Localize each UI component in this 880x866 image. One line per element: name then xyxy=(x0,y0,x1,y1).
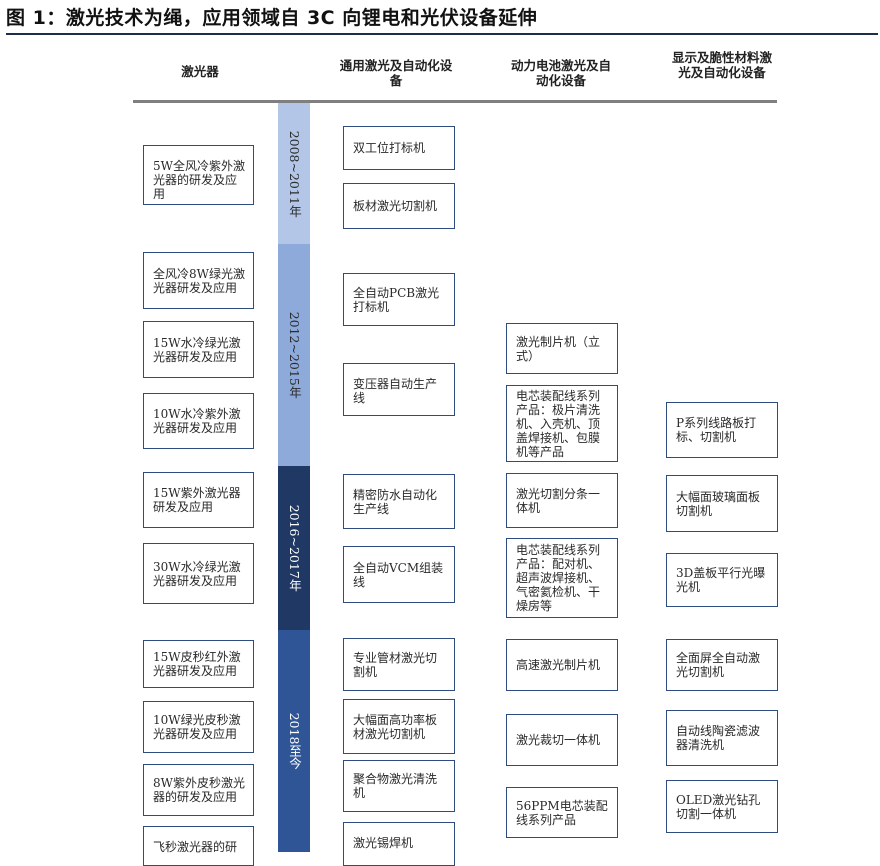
laser-box: 15W水冷绿光激光器研发及应用 xyxy=(143,321,254,378)
general-equipment-text: 精密防水自动化生产线 xyxy=(353,487,438,516)
laser-box-text: 30W水冷绿光激光器研发及应用 xyxy=(153,559,241,588)
era-band-2012-2015: 2012~2015年 xyxy=(278,244,310,466)
general-equipment-box: 激光锡焊机 xyxy=(343,822,455,866)
general-equipment-text: 聚合物激光清洗机 xyxy=(353,772,438,800)
general-equipment-text: 激光锡焊机 xyxy=(353,836,414,850)
general-equipment-box: 变压器自动生产线 xyxy=(343,363,455,416)
laser-box-text: 飞秒激光器的研 xyxy=(153,840,238,854)
column-header-battery-equipment: 动力电池激光及自动化设备 xyxy=(510,58,611,88)
display-equipment-text: 3D盖板平行光曝光机 xyxy=(676,566,766,594)
display-equipment-box: P系列线路板打标、切割机 xyxy=(666,402,778,458)
laser-box-text: 10W绿光皮秒激光器研发及应用 xyxy=(153,713,241,741)
battery-equipment-text: 56PPM电芯装配线系列产品 xyxy=(516,798,608,827)
general-equipment-text: 大幅面高功率板材激光切割机 xyxy=(353,712,438,741)
laser-box: 15W紫外激光器研发及应用 xyxy=(143,472,254,528)
display-equipment-box: 全面屏全自动激光切割机 xyxy=(666,639,778,691)
era-label: 2018至今 xyxy=(287,712,302,770)
column-header-display-equipment: 显示及脆性材料激光及自动化设备 xyxy=(671,50,772,80)
general-equipment-text: 专业管材激光切割机 xyxy=(353,650,438,679)
general-equipment-box: 大幅面高功率板材激光切割机 xyxy=(343,699,455,754)
laser-box-text: 15W水冷绿光激光器研发及应用 xyxy=(153,335,241,364)
laser-box-text: 8W紫外皮秒激光器的研发及应用 xyxy=(153,776,245,804)
display-equipment-text: 全面屏全自动激光切割机 xyxy=(676,651,761,679)
battery-equipment-text: 高速激光制片机 xyxy=(516,658,601,672)
display-equipment-text: P系列线路板打标、切割机 xyxy=(676,416,757,444)
general-equipment-box: 双工位打标机 xyxy=(343,126,455,170)
battery-equipment-box: 激光裁切一体机 xyxy=(506,714,618,766)
general-equipment-box: 全自动PCB激光打标机 xyxy=(343,273,455,326)
general-equipment-box: 专业管材激光切割机 xyxy=(343,638,455,691)
display-equipment-box: 自动线陶瓷滤波器清洗机 xyxy=(666,710,778,766)
display-equipment-text: 自动线陶瓷滤波器清洗机 xyxy=(676,724,761,752)
display-equipment-text: OLED激光钻孔切割一体机 xyxy=(676,792,761,821)
laser-box: 5W全风冷紫外激光器的研发及应用 xyxy=(143,145,254,205)
laser-box: 全风冷8W绿光激光器研发及应用 xyxy=(143,252,254,309)
battery-equipment-box: 56PPM电芯装配线系列产品 xyxy=(506,787,618,838)
general-equipment-text: 双工位打标机 xyxy=(353,141,426,155)
laser-box: 15W皮秒红外激光器研发及应用 xyxy=(143,640,254,688)
laser-box: 飞秒激光器的研 xyxy=(143,826,254,866)
figure-title: 图 1：激光技术为绳，应用领域自 3C 向锂电和光伏设备延伸 xyxy=(6,7,538,29)
laser-box: 30W水冷绿光激光器研发及应用 xyxy=(143,543,254,604)
general-equipment-box: 板材激光切割机 xyxy=(343,183,455,229)
laser-box-text: 全风冷8W绿光激光器研发及应用 xyxy=(153,266,245,295)
battery-equipment-text: 电芯装配线系列产品：配对机、超声波焊接机、气密氦检机、干燥房等 xyxy=(516,543,601,613)
general-equipment-box: 精密防水自动化生产线 xyxy=(343,474,455,529)
title-underline xyxy=(6,33,878,35)
battery-equipment-box: 激光制片机（立式） xyxy=(506,323,618,374)
column-header-general-equipment: 通用激光及自动化设备 xyxy=(339,58,453,88)
battery-equipment-box: 电芯装配线系列产品：配对机、超声波焊接机、气密氦检机、干燥房等 xyxy=(506,538,618,618)
laser-box: 10W水冷紫外激光器研发及应用 xyxy=(143,393,254,449)
display-equipment-box: 大幅面玻璃面板切割机 xyxy=(666,475,778,532)
battery-equipment-text: 激光制片机（立式） xyxy=(516,334,601,363)
battery-equipment-box: 高速激光制片机 xyxy=(506,639,618,691)
era-band-2018-present: 2018至今 xyxy=(278,630,310,852)
laser-box: 10W绿光皮秒激光器研发及应用 xyxy=(143,701,254,753)
era-label: 2012~2015年 xyxy=(287,311,302,399)
era-band-2016-2017: 2016~2017年 xyxy=(278,466,310,630)
laser-box-text: 10W水冷紫外激光器研发及应用 xyxy=(153,407,241,435)
laser-box-text: 15W皮秒红外激光器研发及应用 xyxy=(153,650,241,678)
display-equipment-box: 3D盖板平行光曝光机 xyxy=(666,553,778,607)
header-divider xyxy=(133,100,777,103)
general-equipment-text: 全自动PCB激光打标机 xyxy=(353,285,440,314)
battery-equipment-text: 激光切割分条一体机 xyxy=(516,486,601,515)
display-equipment-box: OLED激光钻孔切割一体机 xyxy=(666,780,778,833)
battery-equipment-text: 电芯装配线系列产品：极片清洗机、入壳机、顶盖焊接机、包膜机等产品 xyxy=(516,388,601,459)
battery-equipment-text: 激光裁切一体机 xyxy=(516,733,601,747)
battery-equipment-box: 电芯装配线系列产品：极片清洗机、入壳机、顶盖焊接机、包膜机等产品 xyxy=(506,385,618,462)
battery-equipment-box: 激光切割分条一体机 xyxy=(506,473,618,528)
laser-box: 8W紫外皮秒激光器的研发及应用 xyxy=(143,764,254,816)
general-equipment-text: 板材激光切割机 xyxy=(353,199,438,213)
general-equipment-box: 聚合物激光清洗机 xyxy=(343,760,455,812)
laser-box-text: 5W全风冷紫外激光器的研发及应用 xyxy=(153,159,245,201)
era-label: 2008~2011年 xyxy=(287,130,302,217)
era-band-2008-2011: 2008~2011年 xyxy=(278,103,310,244)
general-equipment-box: 全自动VCM组装线 xyxy=(343,546,455,603)
era-label: 2016~2017年 xyxy=(287,504,302,592)
laser-box-text: 15W紫外激光器研发及应用 xyxy=(153,486,241,514)
display-equipment-text: 大幅面玻璃面板切割机 xyxy=(676,489,761,518)
column-header-laser: 激光器 xyxy=(181,64,219,79)
general-equipment-text: 全自动VCM组装线 xyxy=(353,560,444,589)
general-equipment-text: 变压器自动生产线 xyxy=(353,377,438,405)
